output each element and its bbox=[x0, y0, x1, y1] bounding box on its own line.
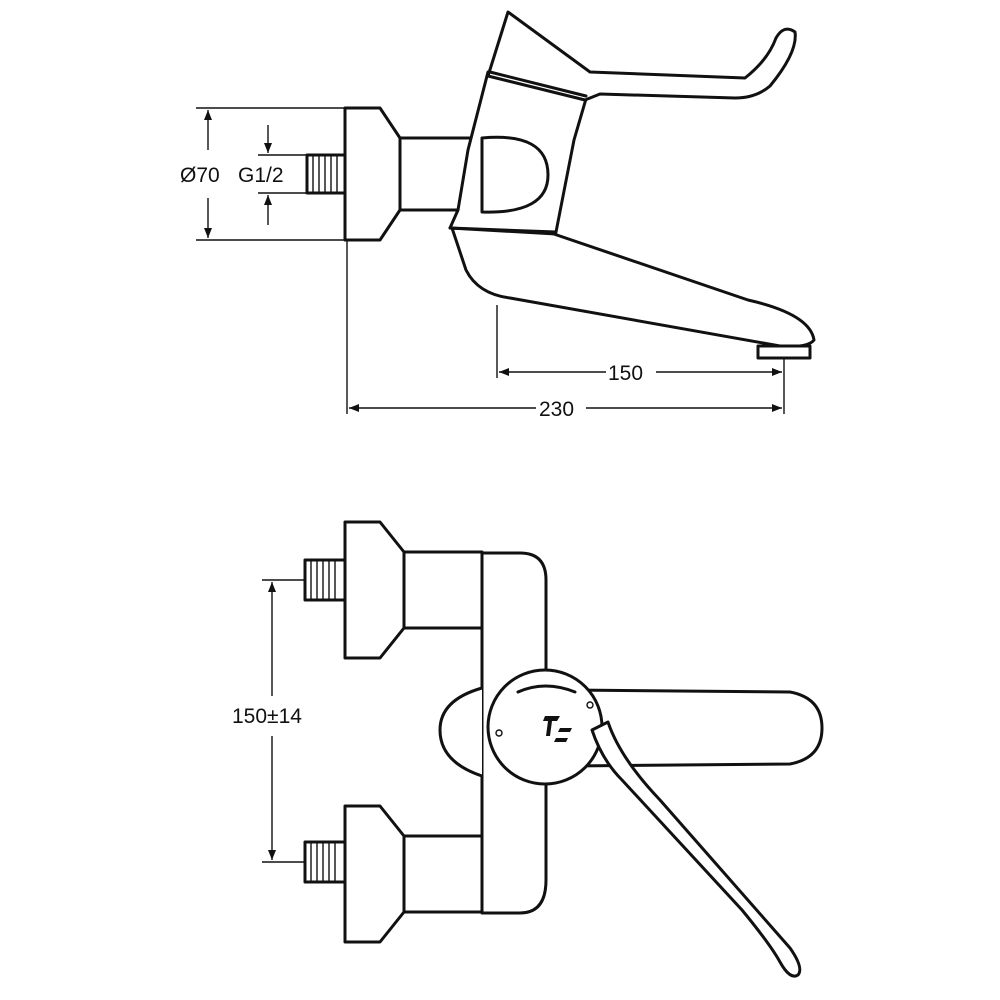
thread-label: G1/2 bbox=[238, 164, 284, 187]
side-wall-rosette bbox=[343, 106, 402, 242]
side-spout bbox=[450, 226, 816, 348]
diameter-label: Ø70 bbox=[180, 164, 220, 187]
side-body-boss bbox=[480, 135, 550, 214]
brand-logo-icon bbox=[543, 716, 572, 742]
side-inlet-thread bbox=[305, 153, 347, 195]
front-bottom-inlet bbox=[303, 804, 484, 944]
front-view: 150±14 bbox=[232, 520, 824, 978]
side-aerator bbox=[756, 344, 812, 360]
front-spout bbox=[568, 688, 824, 768]
spout-reach-label: 150 bbox=[608, 362, 643, 385]
side-lever-handle bbox=[486, 10, 797, 102]
inlet-spacing-label: 150±14 bbox=[232, 705, 302, 728]
front-top-inlet bbox=[303, 520, 484, 660]
side-view: Ø70 G1/2 150 230 bbox=[180, 10, 816, 421]
front-side-boss bbox=[438, 686, 483, 778]
front-lever-handle bbox=[590, 720, 802, 978]
overall-depth-label: 230 bbox=[539, 398, 574, 421]
